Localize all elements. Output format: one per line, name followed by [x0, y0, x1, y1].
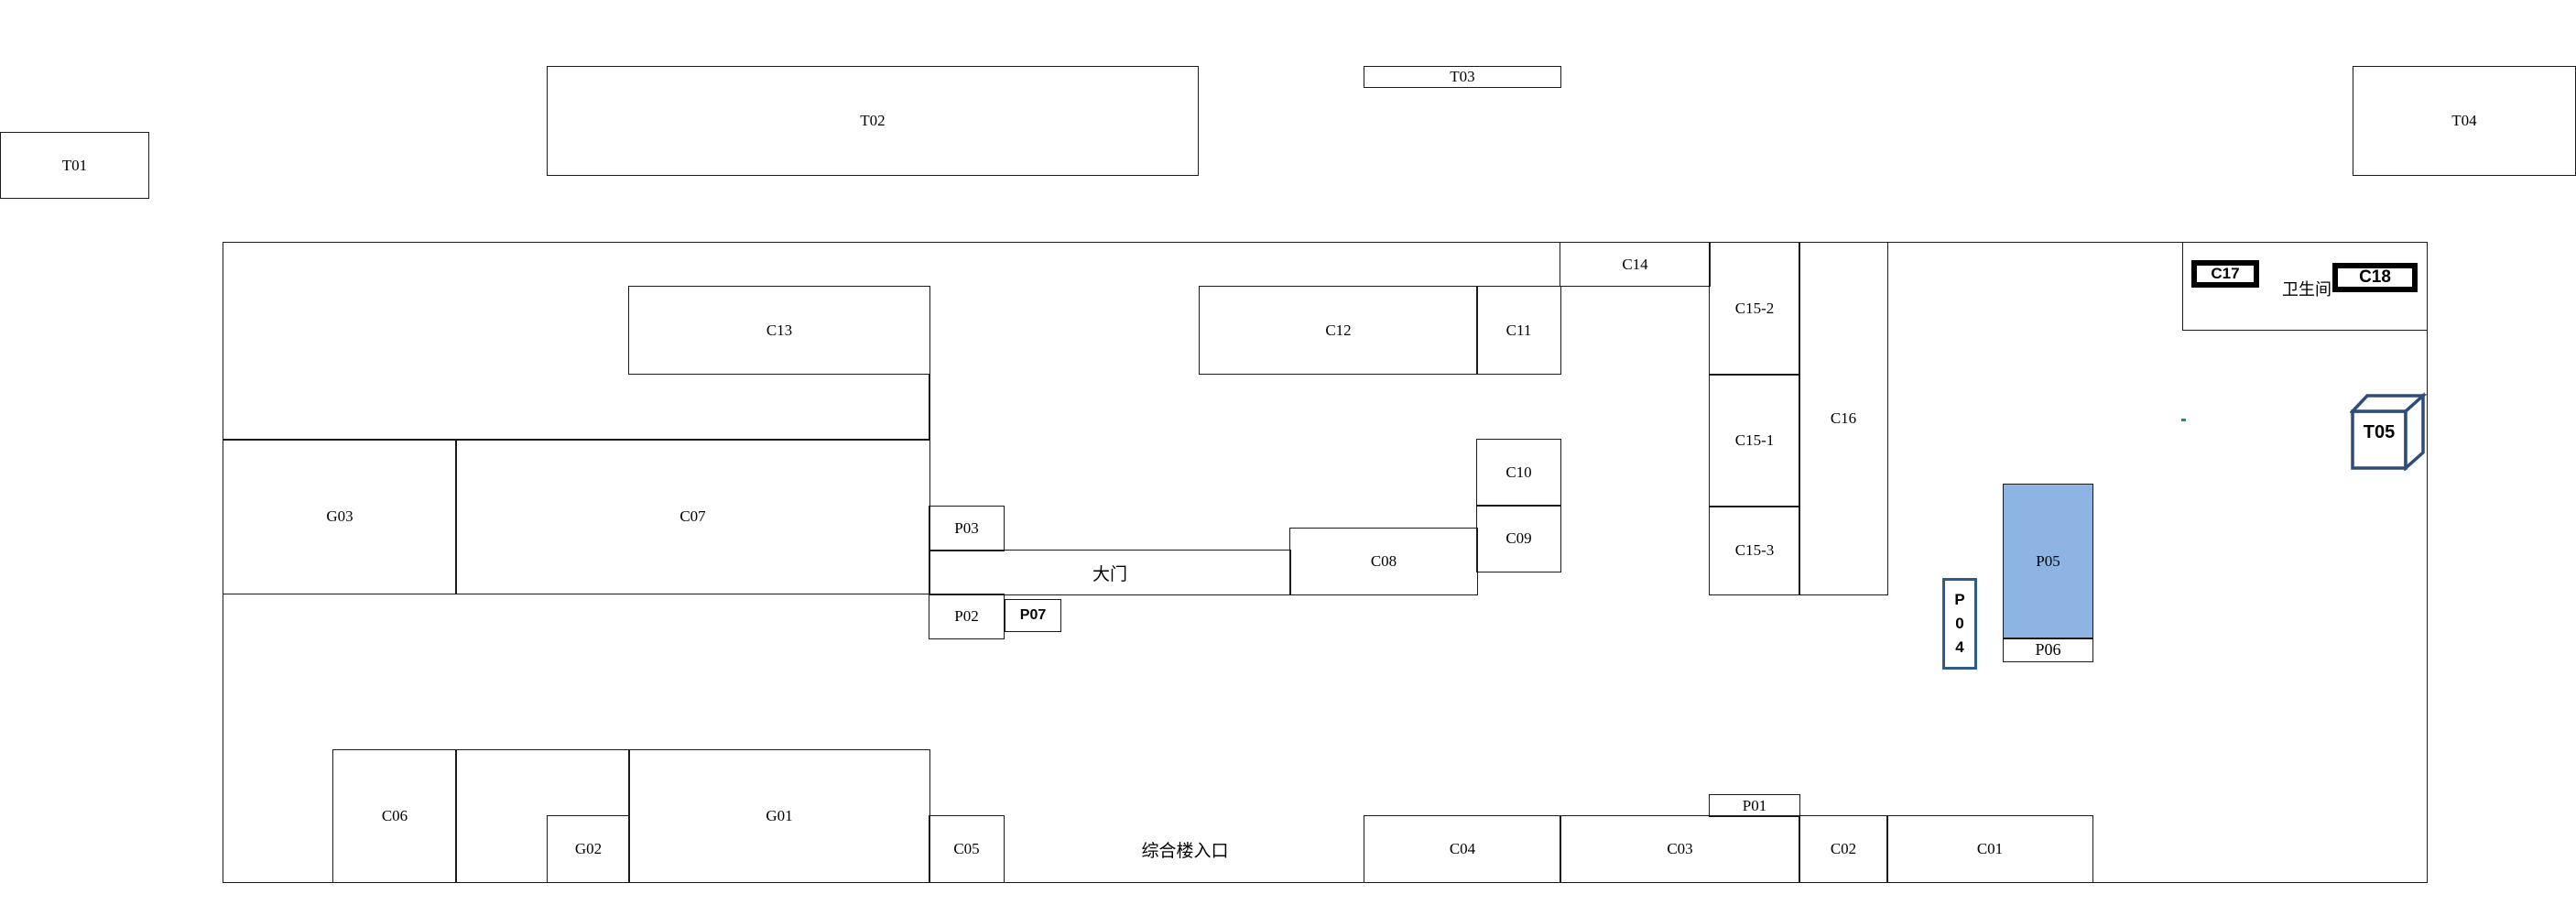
room-c16: C16	[1799, 242, 1888, 595]
room-c10-label: C10	[1505, 463, 1532, 481]
room-c15-2-label: C15-2	[1734, 300, 1775, 317]
room-p04-letter-1: P	[1954, 591, 1965, 608]
room-p06-label: P06	[2035, 640, 2061, 659]
room-p02: P02	[929, 594, 1005, 639]
complex-entrance-label: 综合楼入口	[1141, 841, 1229, 861]
room-t05-label: T05	[2363, 421, 2396, 442]
room-t01: T01	[0, 132, 149, 199]
room-c17: C17	[2191, 260, 2259, 288]
room-c08: C08	[1289, 528, 1478, 595]
restroom-label: 卫生间	[2282, 280, 2331, 299]
room-c18: C18	[2332, 263, 2418, 292]
room-c10: C10	[1476, 439, 1561, 507]
room-t03-label: T03	[1450, 68, 1475, 85]
room-p01: P01	[1709, 794, 1800, 817]
room-t01-label: T01	[61, 156, 88, 174]
room-g01: G01	[628, 749, 930, 883]
room-p03-label: P03	[954, 519, 979, 537]
room-t04: T04	[2353, 66, 2576, 176]
room-p04: P 0 4	[1942, 578, 1977, 670]
room-g02-label: G02	[574, 840, 603, 857]
room-p04-letter-2: 0	[1955, 615, 1964, 632]
room-p07-label: P07	[1019, 607, 1047, 623]
room-c14: C14	[1560, 242, 1711, 287]
room-p01-label: P01	[1742, 796, 1767, 814]
room-t02: T02	[547, 66, 1199, 176]
room-p04-letter-3: 4	[1955, 638, 1964, 656]
room-c04: C04	[1364, 815, 1561, 883]
room-c15-2: C15-2	[1709, 242, 1800, 376]
main-gate-area: 大门	[929, 550, 1291, 595]
room-p05: P05	[2003, 484, 2093, 639]
room-c07-label: C07	[679, 507, 706, 525]
room-c16-label: C16	[1830, 409, 1857, 427]
room-c01-label: C01	[1976, 840, 2004, 857]
room-c12-label: C12	[1325, 321, 1352, 339]
room-c09: C09	[1476, 505, 1561, 572]
room-g01-label: G01	[766, 807, 793, 824]
room-c05-label: C05	[953, 840, 980, 857]
room-g03: G03	[223, 439, 457, 594]
room-t05-cube	[2350, 392, 2428, 471]
room-p06: P06	[2003, 638, 2093, 662]
cube-shape	[2350, 392, 2428, 471]
room-c03-label: C03	[1667, 840, 1693, 857]
room-t04-label: T04	[2451, 112, 2477, 129]
room-g03-label: G03	[326, 507, 353, 525]
room-c08-label: C08	[1370, 552, 1397, 570]
room-c03: C03	[1560, 815, 1800, 883]
room-t05-label-box: T05	[2353, 414, 2406, 451]
room-c11: C11	[1476, 286, 1561, 375]
room-p05-label: P05	[2036, 552, 2060, 570]
room-c02: C02	[1799, 815, 1888, 883]
room-c12: C12	[1199, 286, 1478, 375]
room-c05: C05	[929, 815, 1005, 883]
room-g02: G02	[547, 815, 630, 883]
room-p03: P03	[929, 506, 1005, 551]
wall-c13-vertical	[929, 375, 930, 441]
wall-upper-horizontal	[223, 439, 930, 441]
room-c06: C06	[332, 749, 457, 883]
room-c17-label: C17	[2211, 265, 2240, 282]
room-c15-3-label: C15-3	[1734, 541, 1775, 559]
room-c07: C07	[455, 439, 930, 594]
room-c15-3: C15-3	[1709, 506, 1800, 595]
room-c14-label: C14	[1622, 255, 1648, 273]
restroom-block	[2182, 242, 2428, 331]
room-c13-label: C13	[766, 321, 793, 339]
room-c02-label: C02	[1830, 840, 1857, 857]
room-c15-1-label: C15-1	[1734, 431, 1775, 449]
room-t02-label: T02	[860, 112, 886, 129]
main-gate-label: 大门	[1092, 564, 1127, 584]
room-c01: C01	[1886, 815, 2093, 883]
room-c13: C13	[628, 286, 930, 375]
room-t03: T03	[1364, 66, 1561, 88]
room-c09-label: C09	[1505, 529, 1532, 547]
room-p07: P07	[1005, 599, 1061, 632]
room-p02-label: P02	[954, 607, 979, 625]
room-c06-label: C06	[381, 807, 408, 824]
room-c18-label: C18	[2359, 267, 2391, 287]
marker-dot	[2181, 419, 2186, 421]
room-c15-1: C15-1	[1709, 374, 1800, 507]
room-c11-label: C11	[1505, 321, 1532, 339]
complex-entrance-area: 综合楼入口	[1005, 815, 1365, 883]
room-c04-label: C04	[1449, 840, 1476, 857]
